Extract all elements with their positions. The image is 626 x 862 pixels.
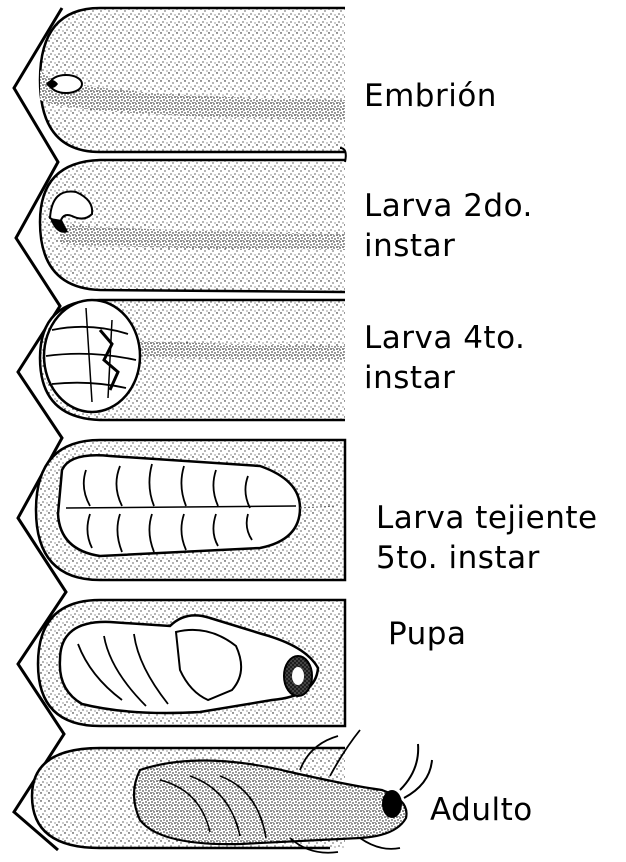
label-pupa-line-1: Pupa	[388, 614, 466, 654]
label-larva-2do: Larva 2do. instar	[364, 186, 533, 266]
label-larva-tejiente: Larva tejiente 5to. instar	[376, 498, 598, 578]
cell-larva-2do	[40, 148, 346, 292]
label-embrion: Embrión	[364, 76, 497, 116]
label-larva-4to-line-2: instar	[364, 358, 525, 398]
adult-body	[134, 760, 407, 844]
cell-adulto	[32, 730, 432, 853]
cell-larva-4to	[40, 300, 345, 420]
label-larva-4to: Larva 4to. instar	[364, 318, 525, 398]
label-embrion-line-1: Embrión	[364, 76, 497, 116]
cell-embrion	[40, 8, 345, 152]
label-larva-4to-line-1: Larva 4to.	[364, 318, 525, 358]
label-pupa: Pupa	[388, 614, 466, 654]
label-larva-tejiente-line-2: 5to. instar	[376, 538, 598, 578]
adult-eye	[382, 790, 402, 818]
label-adulto: Adulto	[430, 790, 533, 830]
adult-antenna	[400, 744, 432, 798]
label-adulto-line-1: Adulto	[430, 790, 533, 830]
cell-pupa	[38, 600, 345, 726]
cell-larva-tejiente	[36, 440, 345, 580]
label-larva-2do-line-2: instar	[364, 226, 533, 266]
label-larva-tejiente-line-1: Larva tejiente	[376, 498, 598, 538]
label-larva-2do-line-1: Larva 2do.	[364, 186, 533, 226]
